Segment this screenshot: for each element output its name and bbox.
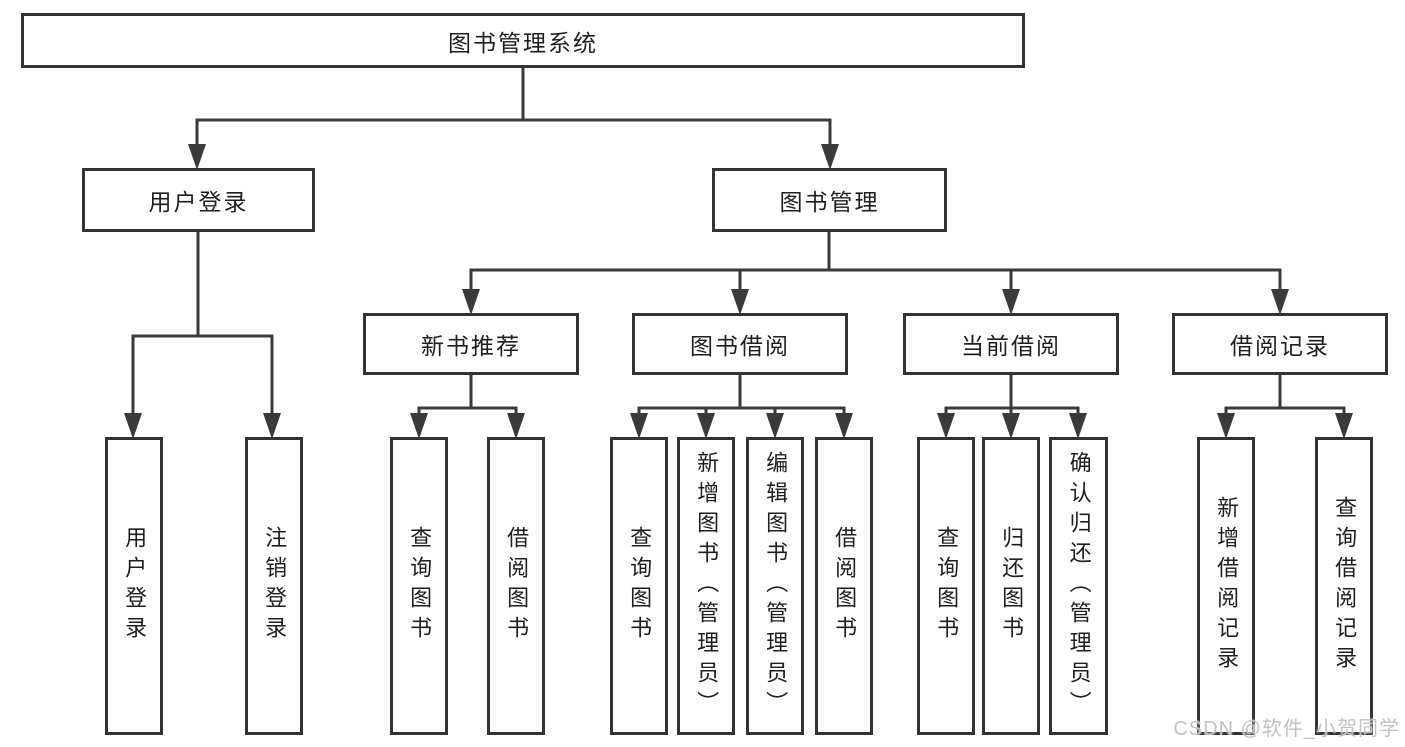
node-user-login-leaf: 用户登录: [105, 437, 163, 735]
arrow-down-icon: [630, 413, 648, 439]
arrow-down-icon: [507, 413, 525, 439]
node-label: 新增图书（管理员）: [694, 451, 720, 721]
node-current-borrowing: 当前借阅: [903, 313, 1119, 375]
arrow-down-icon: [1002, 289, 1020, 315]
connector-records-to-leaves: [1224, 375, 1346, 415]
node-logout: 注销登录: [245, 437, 303, 735]
node-book-borrowing: 图书借阅: [632, 313, 848, 375]
node-label: 编辑图书（管理员）: [763, 451, 789, 721]
node-label: 归还图书: [999, 526, 1025, 646]
arrow-down-icon: [821, 144, 839, 170]
node-label: 确认归还（管理员）: [1066, 451, 1092, 721]
arrow-down-icon: [1002, 413, 1020, 439]
arrow-down-icon: [731, 289, 749, 315]
watermark: CSDN @软件_小贺同学: [1173, 718, 1400, 740]
node-label: 图书管理系统: [448, 29, 598, 56]
node-label: 图书管理: [779, 189, 880, 215]
node-label: 查询图书: [934, 526, 960, 646]
connector-root-to-level2: [195, 68, 832, 147]
arrow-down-icon: [1069, 413, 1087, 439]
node-new-book-recommendation: 新书推荐: [363, 313, 579, 375]
connector-bookmgmt-to-level3: [469, 232, 1282, 291]
node-edit-book-admin: 编辑图书（管理员）: [746, 437, 804, 735]
arrow-down-icon: [1217, 413, 1235, 439]
arrow-down-icon: [937, 413, 955, 439]
node-label: 新书推荐: [421, 333, 521, 359]
node-return-books: 归还图书: [982, 437, 1040, 735]
arrow-down-icon: [697, 413, 715, 439]
node-query-borrow-record: 查询借阅记录: [1315, 437, 1373, 735]
node-label: 查询图书: [407, 526, 433, 646]
node-label: 借阅图书: [504, 526, 530, 646]
node-add-book-admin: 新增图书（管理员）: [677, 437, 735, 735]
node-query-books-borrowing: 查询图书: [610, 437, 668, 735]
node-borrow-books-recommend: 借阅图书: [487, 437, 545, 735]
node-add-borrow-record: 新增借阅记录: [1197, 437, 1255, 735]
node-confirm-return-admin: 确认归还（管理员）: [1049, 437, 1108, 735]
arrow-down-icon: [1335, 413, 1353, 439]
arrow-down-icon: [766, 413, 784, 439]
arrowheads: [124, 144, 1353, 439]
arrow-down-icon: [1271, 289, 1289, 315]
node-query-books-current: 查询图书: [917, 437, 975, 735]
arrow-down-icon: [462, 289, 480, 315]
node-label: 查询图书: [627, 526, 653, 646]
node-label: 借阅记录: [1230, 333, 1330, 359]
arrow-down-icon: [410, 413, 428, 439]
arrow-down-icon: [188, 144, 206, 170]
node-label: 当前借阅: [961, 333, 1061, 359]
node-label: 新增借阅记录: [1214, 496, 1240, 676]
node-label: 用户登录: [148, 189, 249, 215]
arrow-down-icon: [124, 413, 142, 439]
node-label: 查询借阅记录: [1332, 496, 1358, 676]
node-book-management: 图书管理: [712, 168, 947, 232]
node-library-management-system: 图书管理系统: [21, 13, 1025, 68]
node-borrowing-records: 借阅记录: [1172, 313, 1388, 375]
node-label: 用户登录: [122, 526, 148, 646]
arrow-down-icon: [835, 413, 853, 439]
node-label: 借阅图书: [832, 526, 858, 646]
connector-current-to-leaves: [944, 375, 1080, 415]
node-borrow-books-borrowing: 借阅图书: [815, 437, 873, 735]
connector-recommend-to-leaves: [417, 375, 518, 415]
connector-borrowing-to-leaves: [637, 375, 846, 415]
node-label: 注销登录: [262, 526, 288, 646]
node-label: 图书借阅: [690, 333, 790, 359]
node-user-login: 用户登录: [82, 168, 315, 232]
connector-userlogin-to-leaves: [131, 232, 274, 415]
arrow-down-icon: [263, 413, 281, 439]
node-query-books-recommend: 查询图书: [390, 437, 448, 735]
